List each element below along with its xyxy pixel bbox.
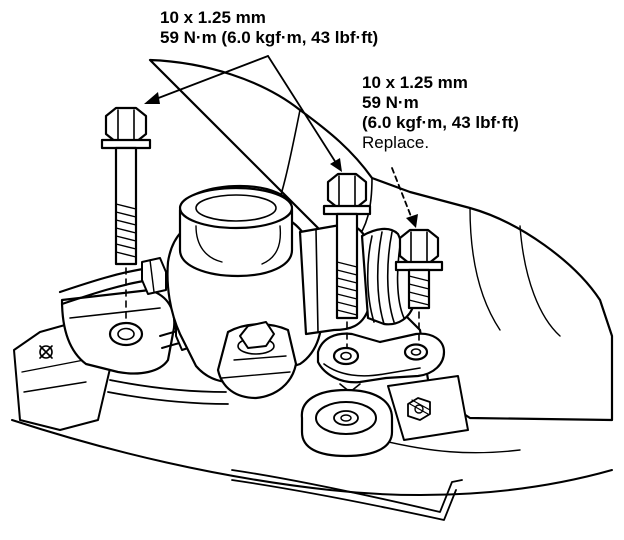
thread-size-label: 10 x 1.25 mm [160,8,266,27]
torque-callout-right: 10 x 1.25 mm 59 N·m (6.0 kgf·m, 43 lbf·f… [362,73,519,153]
replace-note: Replace. [362,133,430,152]
arrowhead-icon [406,214,418,228]
arrowhead-icon [330,158,342,172]
thread-size-label: 10 x 1.25 mm [362,73,468,92]
torque-nm-label: 59 N·m [362,93,419,112]
right-clamp-bracket [300,332,469,458]
leader-arrows [144,55,418,228]
bolt-middle [322,172,372,349]
torque-callout-left: 10 x 1.25 mm 59 N·m (6.0 kgf·m, 43 lbf·f… [160,8,378,48]
torque-alt-label: (6.0 kgf·m, 43 lbf·ft) [362,113,519,132]
bolt-left [100,106,152,323]
bolt-right [394,228,444,343]
torque-spec-label: 59 N·m (6.0 kgf·m, 43 lbf·ft) [160,28,379,47]
arrowhead-icon [144,92,160,104]
steering-gearbox [166,184,416,400]
